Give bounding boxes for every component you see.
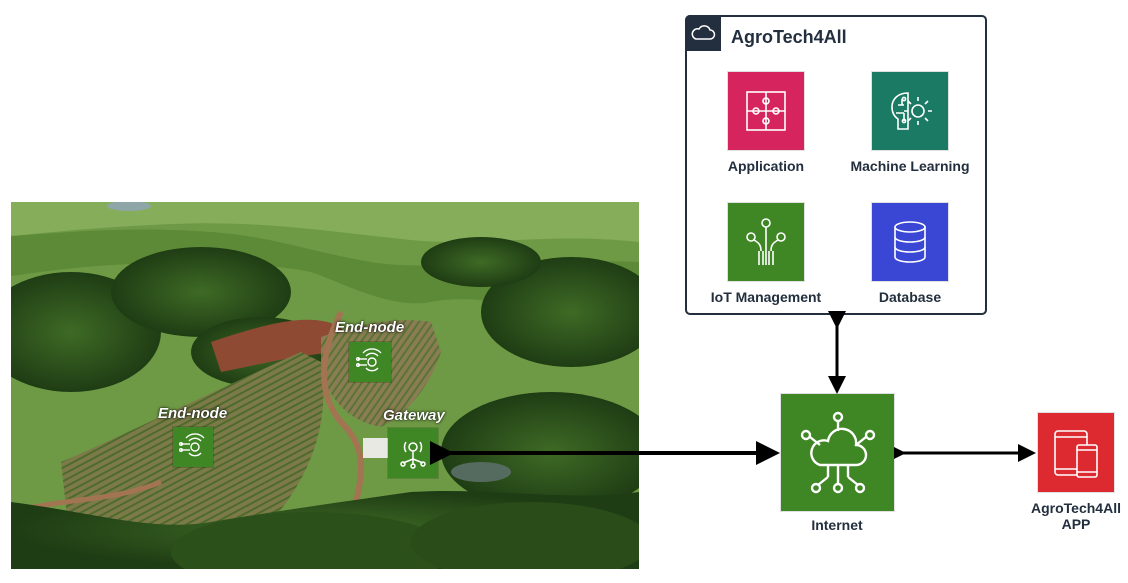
agrotech-cloud-group: AgroTech4All Application	[685, 15, 987, 315]
sensor-icon	[179, 433, 205, 457]
cloud-group-tab	[685, 15, 721, 51]
database-service[interactable]	[872, 203, 948, 281]
internet-label: Internet	[811, 517, 863, 533]
tablet-phone-icon	[1054, 429, 1098, 478]
puzzle-icon	[746, 91, 786, 131]
cloud-network-icon	[800, 411, 875, 493]
internet-node[interactable]	[781, 394, 894, 511]
database-label: Database	[878, 289, 942, 305]
app-label-line2: APP	[1061, 516, 1091, 532]
iot-management-service[interactable]	[728, 203, 804, 281]
app-label-line1: AgroTech4All	[1031, 500, 1121, 516]
cloud-group-title: AgroTech4All	[731, 27, 847, 47]
iot-core-icon	[746, 218, 786, 265]
gateway-device[interactable]	[388, 428, 438, 478]
brain-gear-icon	[891, 92, 932, 130]
iot-management-label: IoT Management	[710, 289, 822, 305]
application-service[interactable]	[728, 72, 804, 150]
sensor-icon	[356, 348, 382, 372]
gateway-label: Gateway	[383, 407, 445, 424]
cloud-icon	[691, 25, 716, 40]
mobile-app-node[interactable]	[1038, 413, 1114, 492]
gateway-icon	[400, 441, 426, 469]
end-node-device-lower[interactable]	[173, 427, 213, 467]
machine-learning-service[interactable]	[872, 72, 948, 150]
end-node-label-lower: End-node	[158, 405, 228, 422]
application-label: Application	[727, 158, 805, 174]
database-icon	[894, 221, 926, 263]
end-node-label-upper: End-node	[335, 319, 405, 336]
app-label: AgroTech4All APP	[1031, 500, 1121, 532]
machine-learning-label: Machine Learning	[850, 158, 970, 174]
end-node-device-upper[interactable]	[349, 342, 391, 382]
